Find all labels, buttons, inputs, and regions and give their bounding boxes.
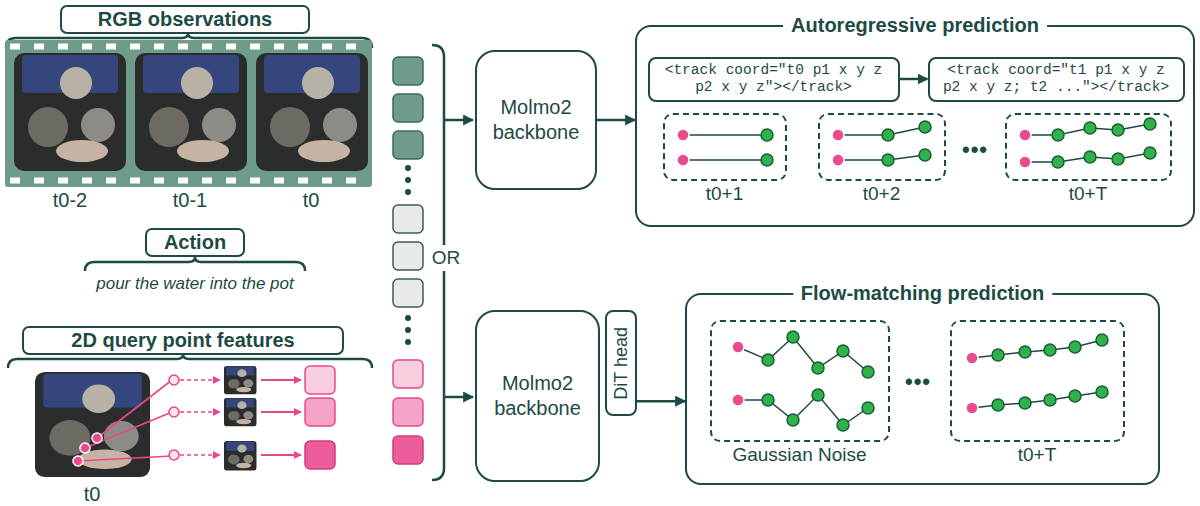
image-patch xyxy=(224,366,256,394)
panel-title: Autoregressive prediction xyxy=(783,13,1047,37)
section-header: Action xyxy=(145,228,245,257)
track-line xyxy=(683,134,767,136)
track-line xyxy=(838,155,925,160)
head-label: DiT head xyxy=(611,327,632,400)
panel-title: Flow-matching prediction xyxy=(793,281,1052,305)
dashed-arrow xyxy=(180,411,220,413)
time-label: t0+T xyxy=(1018,444,1057,466)
time-label: t0+2 xyxy=(863,183,901,205)
output-panel: Autoregressive prediction<track coord="t… xyxy=(635,25,1195,227)
ellipsis: ••• xyxy=(905,369,931,395)
time-label: t0 xyxy=(303,189,320,212)
video-frame xyxy=(14,53,126,171)
time-label: t0+T xyxy=(1069,183,1108,205)
branch-arrow xyxy=(444,119,473,122)
connector-arrow xyxy=(637,400,685,403)
track-box: Gaussian Noise xyxy=(710,320,890,442)
head-box: DiT head xyxy=(605,310,637,416)
dashed-arrow xyxy=(180,454,220,456)
query-leader xyxy=(78,380,172,461)
ellipsis: ••• xyxy=(962,137,988,163)
token-box: <track coord="t1 p1 x y z p2 x y z; t2 .… xyxy=(928,57,1185,102)
query-point xyxy=(80,443,90,453)
time-label: t0-2 xyxy=(53,189,87,212)
connector-arrow xyxy=(597,119,635,122)
connector-arrow xyxy=(900,78,928,81)
query-point-hollow xyxy=(169,407,179,417)
section-header: RGB observations xyxy=(60,5,310,34)
film-strip xyxy=(5,40,372,187)
model-box: Molmo2 backbone xyxy=(475,310,600,482)
query-point xyxy=(92,433,102,443)
time-label: t0 xyxy=(84,483,101,506)
track-box: t0+T xyxy=(1005,113,1172,181)
feature-token xyxy=(305,441,335,469)
track-box: t0+1 xyxy=(663,113,787,181)
query-point-hollow xyxy=(169,375,179,385)
branch-label: OR xyxy=(429,245,464,271)
ellipsis-dots xyxy=(405,318,411,344)
code-text: <track coord="t1 p1 x y z p2 x y z; t2 .… xyxy=(936,62,1177,97)
box-caption: Gaussian Noise xyxy=(732,444,866,466)
query-point-hollow xyxy=(169,450,179,460)
time-label: t0+1 xyxy=(706,183,744,205)
text-token xyxy=(393,242,423,270)
track-box: t0+2 xyxy=(818,113,946,181)
feature-arrow xyxy=(261,411,301,413)
feature-arrow xyxy=(261,454,301,456)
time-label: t0-1 xyxy=(173,189,207,212)
action-text: pour the water into the pot xyxy=(96,274,294,294)
image-token xyxy=(393,94,423,122)
point-token xyxy=(393,360,423,388)
track-line xyxy=(1025,153,1150,162)
code-text: <track coord="t0 p1 x y z p2 x y z"></tr… xyxy=(656,62,892,97)
header-text: 2D query point features xyxy=(71,329,294,352)
text-token xyxy=(393,279,423,307)
image-patch xyxy=(224,441,256,471)
track-line xyxy=(1025,124,1150,135)
point-token xyxy=(393,436,423,464)
feature-arrow xyxy=(261,379,301,381)
header-text: Action xyxy=(164,231,226,254)
point-token xyxy=(393,398,423,426)
token-box: <track coord="t0 p1 x y z p2 x y z"></tr… xyxy=(648,57,900,102)
track-box: t0+T xyxy=(950,320,1125,442)
track-line xyxy=(972,340,1102,358)
image-token xyxy=(393,131,423,159)
dashed-arrow xyxy=(180,379,220,381)
track-line xyxy=(972,392,1102,408)
text-token xyxy=(393,205,423,233)
noisy-track xyxy=(738,395,868,425)
image-token xyxy=(393,57,423,85)
bracket xyxy=(85,257,305,271)
header-text: RGB observations xyxy=(98,8,272,31)
model-label: Molmo2 backbone xyxy=(485,95,587,145)
sprocket-holes xyxy=(10,178,370,184)
feature-token xyxy=(305,366,335,394)
query-image xyxy=(35,372,150,477)
sprocket-holes xyxy=(10,44,370,50)
model-label: Molmo2 backbone xyxy=(485,371,590,421)
feature-token xyxy=(305,398,335,426)
video-frame xyxy=(256,53,368,171)
ellipsis-dots xyxy=(405,168,411,194)
noisy-track xyxy=(738,337,868,372)
query-point xyxy=(73,456,83,466)
video-frame xyxy=(135,53,247,171)
model-box: Molmo2 backbone xyxy=(475,50,597,190)
branch-arrow xyxy=(444,396,473,399)
track-line xyxy=(838,127,925,135)
track-line xyxy=(683,159,767,161)
image-patch xyxy=(224,398,256,426)
section-header: 2D query point features xyxy=(22,326,344,355)
